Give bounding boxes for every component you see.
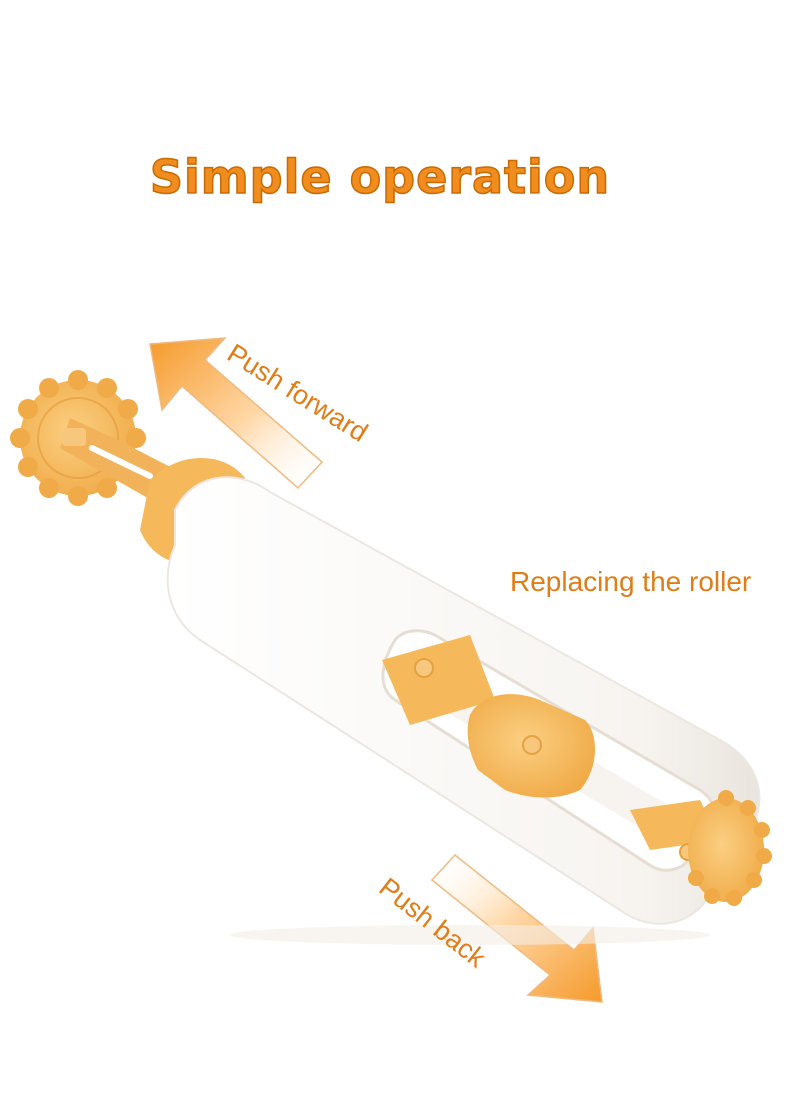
page-title: Simple operation <box>149 149 611 205</box>
rear-wheel <box>688 790 772 906</box>
replacing-roller-label: Replacing the roller <box>510 566 752 597</box>
arrow-up-left-icon <box>149 337 324 490</box>
wheel-fork <box>60 418 176 505</box>
spare-roller-1 <box>382 635 495 725</box>
spare-roller-2 <box>467 694 596 798</box>
handle-shadow <box>230 925 710 945</box>
